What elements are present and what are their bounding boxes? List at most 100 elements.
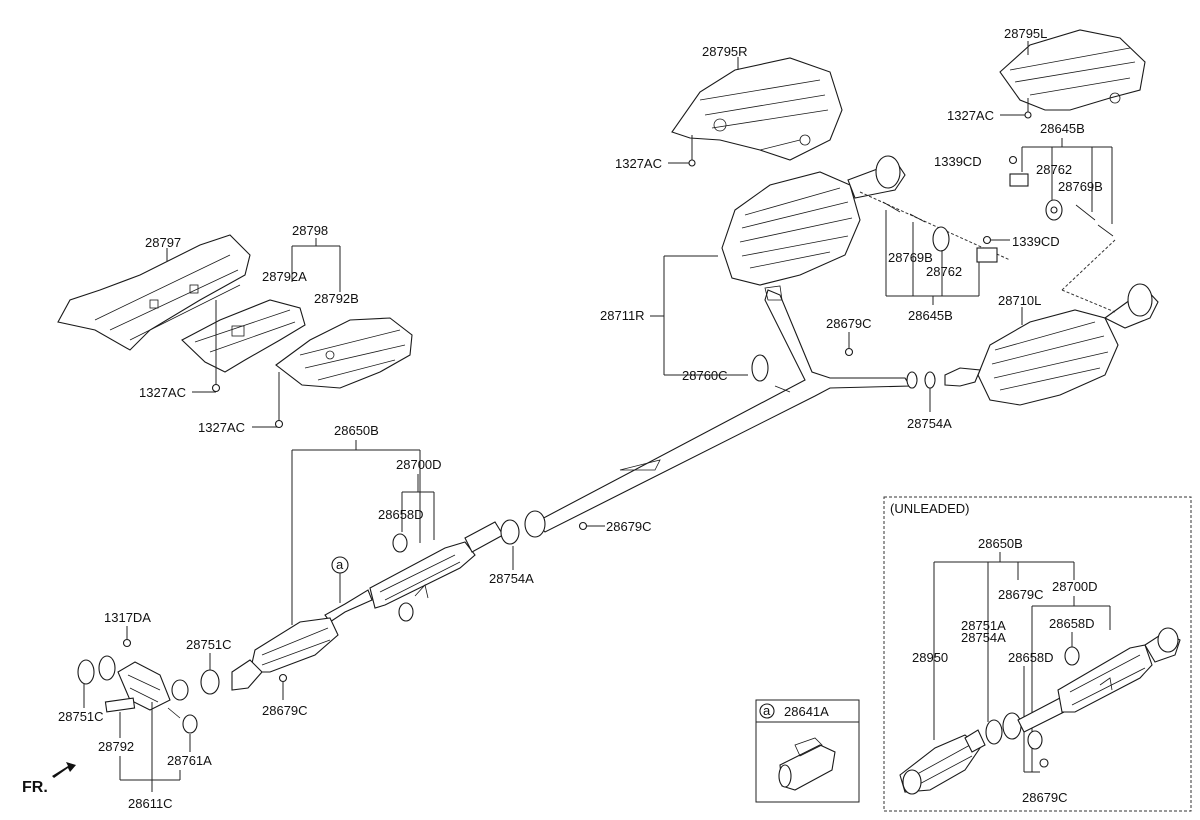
rubber-hanger-icon xyxy=(392,533,408,553)
nut-icon xyxy=(982,235,992,245)
hanger-hole xyxy=(1050,206,1058,214)
rubber-hanger-icon xyxy=(751,354,769,382)
label-1317da: 1317DA xyxy=(104,610,151,625)
label-28950: 28950 xyxy=(912,650,948,665)
nut-icon xyxy=(844,347,854,357)
bolt-icon xyxy=(882,201,901,213)
label-28679c: 28679C xyxy=(998,587,1044,602)
label-28645b: 28645B xyxy=(908,308,953,323)
heat-shield-28797 xyxy=(57,234,251,351)
label-1339cd: 1339CD xyxy=(1012,234,1060,249)
callout-part-label: 28641A xyxy=(784,704,829,719)
callout-box-letter: a xyxy=(763,703,771,718)
flange-icon xyxy=(906,371,918,389)
rubber-hanger-icon xyxy=(1027,730,1043,750)
unleaded-title: (UNLEADED) xyxy=(890,501,969,516)
nut-icon xyxy=(688,159,696,167)
front-arrow-icon xyxy=(52,762,76,778)
rubber-hanger-icon xyxy=(932,226,950,252)
rubber-hanger-icon xyxy=(398,602,414,622)
callout-marker-letter: a xyxy=(336,557,344,572)
gasket-icon xyxy=(200,669,220,695)
label-28751c: 28751C xyxy=(186,637,232,652)
flange-icon xyxy=(524,510,546,538)
leader xyxy=(1061,289,1116,313)
label-28611c: 28611C xyxy=(128,796,173,811)
label-28792a: 28792A xyxy=(262,269,307,284)
hanger-bracket-icon xyxy=(1009,173,1029,187)
rubber-hanger-icon xyxy=(1064,646,1080,666)
callout-box-28641a: a 28641A xyxy=(755,699,860,803)
label-28751a: 28751A xyxy=(961,618,1006,633)
flange-icon xyxy=(171,679,189,701)
label-28762: 28762 xyxy=(926,264,962,279)
heat-shield-28795r xyxy=(671,57,843,161)
label-28679c: 28679C xyxy=(1022,790,1068,805)
label-28679c: 28679C xyxy=(262,703,308,718)
label-28795r: 28795R xyxy=(702,44,748,59)
nut-icon xyxy=(211,383,221,393)
label-1327ac: 1327AC xyxy=(947,108,994,123)
nut-icon xyxy=(578,521,588,531)
flange-icon xyxy=(1002,712,1022,740)
gasket-icon xyxy=(77,659,95,685)
heat-shield-28792a xyxy=(181,299,306,373)
clamp-icon xyxy=(778,737,836,791)
front-pipe-assembly xyxy=(77,510,588,734)
gasket-icon xyxy=(500,519,520,545)
flange-icon xyxy=(1157,627,1179,653)
nut-icon xyxy=(1039,758,1049,768)
nut-icon xyxy=(274,419,284,429)
label-28645b: 28645B xyxy=(1040,121,1085,136)
hanger-rod xyxy=(774,385,791,393)
flange-icon xyxy=(902,769,922,795)
label-28658d: 28658D xyxy=(1049,616,1095,631)
label-28754a: 28754A xyxy=(489,571,534,586)
label-28769b: 28769B xyxy=(888,250,933,265)
label-28650b: 28650B xyxy=(978,536,1023,551)
tailpipe-tip-icon xyxy=(875,155,901,189)
label-28700d: 28700D xyxy=(396,457,442,472)
rear-muffler-28711r xyxy=(721,155,906,286)
label-28761a: 28761A xyxy=(167,753,212,768)
nut-icon xyxy=(122,638,132,648)
label-1339cd: 1339CD xyxy=(934,154,982,169)
bolt-icon xyxy=(909,213,926,223)
rubber-hanger-icon xyxy=(182,714,198,734)
label-28797: 28797 xyxy=(145,235,181,250)
gasket-icon xyxy=(985,719,1003,745)
label-28760c: 28760C xyxy=(682,368,728,383)
nut-icon xyxy=(1024,111,1032,119)
label-28769b: 28769B xyxy=(1058,179,1103,194)
bolt-icon xyxy=(1097,224,1114,237)
front-direction-label: FR. xyxy=(22,779,48,796)
leader xyxy=(1061,239,1116,291)
label-28658d: 28658D xyxy=(1008,650,1054,665)
label-28792b: 28792B xyxy=(314,291,359,306)
label-28658d: 28658D xyxy=(378,507,424,522)
label-28754a: 28754A xyxy=(961,630,1006,645)
bolt-icon xyxy=(1075,204,1096,221)
label-1327ac: 1327AC xyxy=(198,420,245,435)
label-28711r: 28711R xyxy=(600,308,645,323)
label-1327ac: 1327AC xyxy=(139,385,186,400)
heat-shield-28792-icon xyxy=(104,697,136,713)
center-pipe-assembly xyxy=(535,285,981,533)
label-28650b: 28650B xyxy=(334,423,379,438)
unleaded-pipe-assembly xyxy=(899,627,1181,795)
gasket-icon xyxy=(924,371,936,389)
label-28798: 28798 xyxy=(292,223,328,238)
label-28792: 28792 xyxy=(98,739,134,754)
label-1327ac: 1327AC xyxy=(615,156,662,171)
label-28679c: 28679C xyxy=(826,316,872,331)
label-28795l: 28795L xyxy=(1004,26,1047,41)
rear-muffler-28710l xyxy=(977,283,1159,406)
heat-shield-28792b xyxy=(275,317,413,389)
tailpipe-tip-icon xyxy=(1127,283,1153,317)
label-28754a: 28754A xyxy=(907,416,952,431)
hanger-bracket-icon xyxy=(976,247,998,263)
flange-icon xyxy=(98,655,116,681)
label-28751c: 28751C xyxy=(58,709,104,724)
